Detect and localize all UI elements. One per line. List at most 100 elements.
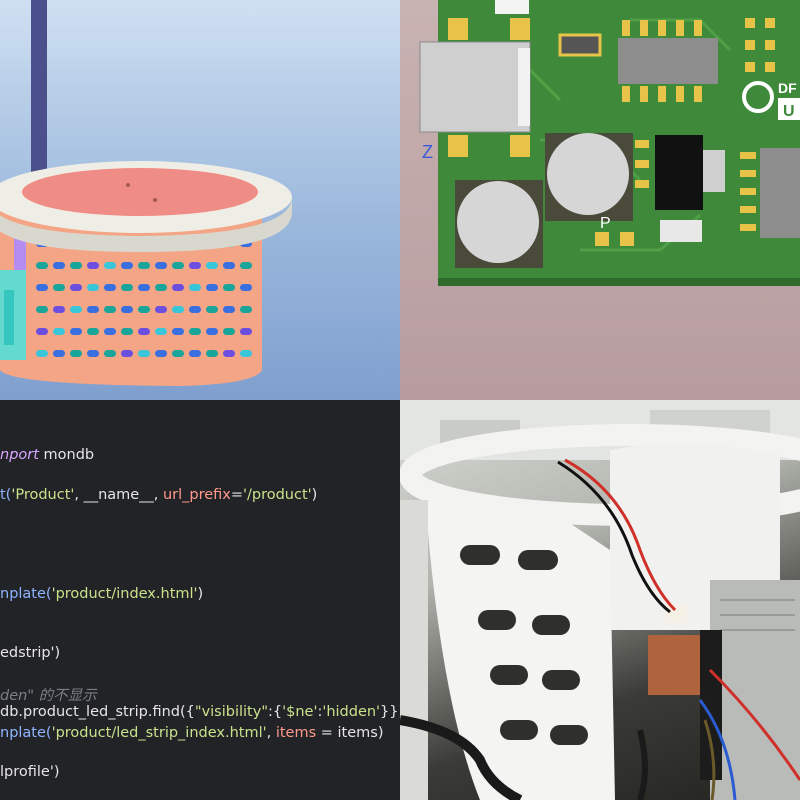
led-slot	[223, 262, 235, 269]
led-slot	[104, 328, 116, 335]
cad-model-panel	[0, 0, 400, 400]
terminal-block	[700, 630, 722, 780]
red-wire	[564, 458, 677, 612]
led-slot	[87, 328, 99, 335]
right-pads	[745, 18, 775, 72]
led-slot	[36, 284, 48, 291]
led-slot	[36, 262, 48, 269]
led-slot	[70, 306, 82, 313]
silkscreen-label: P	[600, 215, 611, 232]
led-slot	[121, 350, 133, 357]
frame-panel	[425, 495, 615, 800]
led-slot	[172, 350, 184, 357]
copper-heatsink	[648, 635, 700, 695]
chip-small	[558, 33, 602, 57]
logo-text: DF	[778, 80, 797, 96]
led-slot	[70, 284, 82, 291]
cad-side-component-teal	[4, 290, 14, 345]
led-slot	[87, 350, 99, 357]
led-slot	[206, 284, 218, 291]
led-slot	[70, 328, 82, 335]
led-slot	[189, 284, 201, 291]
code-line: edstrip')	[0, 645, 61, 661]
led-slot	[223, 328, 235, 335]
led-slot	[121, 306, 133, 313]
ic-chip-right	[760, 148, 800, 238]
pad	[510, 18, 530, 40]
led-slot	[155, 306, 167, 313]
capacitor	[457, 181, 539, 263]
capacitor	[547, 133, 629, 215]
led-slot	[138, 262, 150, 269]
cad-rim-edge	[0, 197, 292, 252]
frame-side	[400, 500, 428, 800]
cad-rod	[31, 0, 47, 190]
led-slot	[206, 350, 218, 357]
led-slot	[172, 262, 184, 269]
led-slot	[104, 262, 116, 269]
usb-connector-face	[518, 48, 530, 126]
smd	[595, 232, 609, 246]
led-slot	[53, 350, 65, 357]
pcb-illustration: DF U Z P	[419, 0, 800, 286]
led-slot	[155, 328, 167, 335]
led-slot	[206, 328, 218, 335]
pad	[510, 135, 530, 157]
component	[660, 220, 702, 242]
led-slot	[240, 262, 252, 269]
brown-wire	[703, 719, 716, 800]
led-slot	[172, 306, 184, 313]
led-slot	[240, 284, 252, 291]
led-slot	[36, 328, 48, 335]
logo-icon	[742, 81, 774, 113]
blue-wire	[698, 699, 737, 800]
led-slot	[206, 306, 218, 313]
regulator-tab	[703, 150, 725, 192]
ic-pins	[740, 152, 756, 231]
led-slot	[189, 306, 201, 313]
led-slot	[70, 262, 82, 269]
pad	[448, 18, 468, 40]
led-slot	[240, 328, 252, 335]
led-slot	[240, 306, 252, 313]
led-slot	[121, 262, 133, 269]
red-wire	[708, 668, 800, 781]
pcb-board-edge	[438, 278, 800, 286]
led-slot	[172, 328, 184, 335]
led-slot	[53, 262, 65, 269]
hardware-photo-panel	[400, 400, 800, 800]
logo-box	[778, 98, 800, 120]
hardware-photo-illustration	[400, 400, 800, 800]
smd	[620, 232, 634, 246]
code-line: lprofile')	[0, 764, 60, 780]
code-line: den" 的不显示	[0, 688, 97, 704]
cad-hole	[126, 183, 130, 187]
code-line: nplate('product/led_strip_index.html', i…	[0, 725, 384, 741]
logo-text: U	[783, 103, 795, 120]
power-cable	[400, 715, 523, 800]
cad-cylinder-body	[0, 210, 262, 386]
component	[495, 0, 529, 14]
led-slot	[70, 350, 82, 357]
axis-label: Z	[422, 142, 433, 162]
code-line: nport mondb	[0, 447, 95, 463]
led-slot	[138, 284, 150, 291]
led-slot	[36, 306, 48, 313]
voltage-regulator	[655, 135, 703, 210]
led-slot	[223, 306, 235, 313]
cad-top-disk	[22, 168, 258, 216]
led-slot	[172, 284, 184, 291]
code-line: nplate('product/index.html')	[0, 586, 204, 602]
led-slot	[36, 350, 48, 357]
led-slot	[138, 328, 150, 335]
led-slot	[189, 350, 201, 357]
led-slot	[155, 284, 167, 291]
smd	[635, 160, 649, 168]
code-editor-panel: nport mondb t('Product', __name__, url_p…	[0, 400, 400, 800]
led-slot	[223, 350, 235, 357]
led-slot	[87, 284, 99, 291]
led-slot	[138, 350, 150, 357]
smd	[635, 140, 649, 148]
cad-model-illustration	[0, 0, 292, 386]
